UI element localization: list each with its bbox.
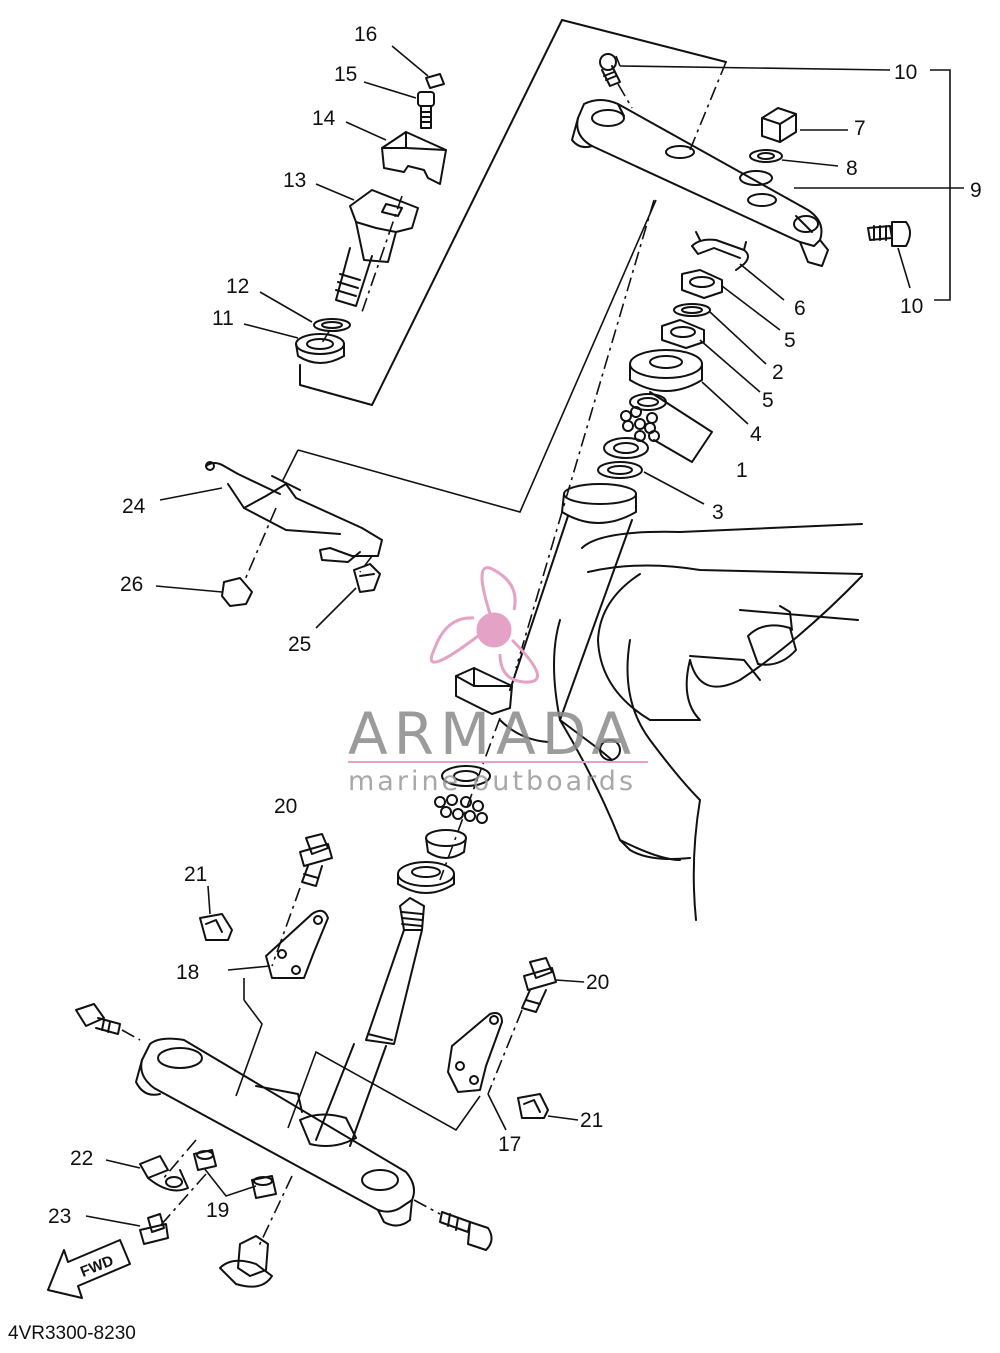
callout-10-side: 10: [900, 295, 924, 318]
callout-24: 24: [122, 495, 146, 518]
assembly-axes: [121, 61, 727, 1249]
callout-20-right: 20: [586, 971, 610, 994]
callout-19: 19: [206, 1199, 230, 1222]
part-13-lower-holder: [335, 189, 419, 307]
part-10-bolt-side: [867, 221, 911, 247]
frame-body: [499, 523, 863, 921]
part-21-clip-right: [517, 1093, 549, 1119]
under-bracket: [135, 1037, 415, 1227]
under-bracket-bolt-right: [439, 1211, 493, 1251]
watermark-tagline: marine outboards: [348, 766, 637, 797]
group-outlines: [235, 199, 657, 1132]
callout-11: 11: [212, 307, 234, 330]
part-9-upper-bracket: [571, 99, 829, 267]
part-11-damper: [295, 333, 345, 364]
lower-dust-seal: [397, 861, 455, 894]
part-25-clip: [353, 563, 381, 593]
callout-4: 4: [750, 423, 762, 446]
bearing-race-lower: [603, 437, 649, 459]
part-19-collars: [193, 1149, 277, 1199]
callout-12: 12: [226, 275, 250, 298]
part-22-clip: [139, 1155, 189, 1192]
part-3-seal: [597, 461, 643, 479]
part-12-washer: [313, 318, 351, 332]
callout-13: 13: [283, 169, 307, 192]
callout-21-left: 21: [184, 863, 208, 886]
callout-14: 14: [312, 107, 336, 130]
callout-26: 26: [120, 573, 144, 596]
part-1-bracket-line: [649, 391, 713, 463]
steering-stem: [315, 897, 425, 1147]
steering-stop: [455, 667, 513, 715]
callout-25: 25: [288, 633, 312, 656]
callout-2: 2: [772, 361, 784, 384]
callout-23: 23: [48, 1205, 72, 1228]
fwd-arrow: [47, 1239, 131, 1299]
part-17-bracket: [447, 1012, 503, 1093]
bottom-nut: [219, 1235, 273, 1288]
watermark-logo-icon: [429, 566, 539, 684]
part-5-ring-nut-b: [661, 319, 705, 349]
part-21-clip-left: [199, 913, 233, 941]
callout-5-lower: 5: [762, 389, 774, 412]
part-16-cap: [425, 73, 445, 89]
diagram-code: 4VR3300-8230: [8, 1323, 136, 1344]
part-4-bearing-cover: [629, 349, 703, 392]
part-18-bracket: [265, 909, 329, 979]
part-20-bolt-right: [521, 957, 557, 1013]
part-15-bolt: [417, 91, 435, 129]
callout-5-upper: 5: [784, 329, 796, 352]
part-8-washer: [749, 149, 783, 163]
callout-22: 22: [70, 1147, 94, 1170]
callout-21-right: 21: [580, 1109, 604, 1132]
under-bracket-bolt-left: [75, 1003, 121, 1035]
callout-7: 7: [854, 117, 866, 140]
callout-10-top: 10: [894, 61, 918, 84]
part-6-lock-washer: [691, 231, 749, 271]
callout-3: 3: [712, 501, 724, 524]
frame-head-pipe: [509, 483, 637, 721]
watermark-brand: ARMADA: [348, 700, 638, 768]
callout-1: 1: [736, 459, 748, 482]
callout-6: 6: [794, 297, 806, 320]
callout-18: 18: [176, 961, 200, 984]
callout-16: 16: [354, 23, 378, 46]
lower-balls: [434, 794, 488, 824]
callout-9: 9: [970, 179, 982, 202]
part-24-hose-guide: [205, 461, 383, 563]
callout-17: 17: [498, 1133, 522, 1156]
part-1-balls: [620, 406, 660, 442]
leader-lines: [85, 45, 964, 1227]
part-14-upper-holder: [381, 131, 447, 185]
part-10-bolt-top: [599, 53, 621, 87]
bearing-inner-race: [425, 829, 467, 859]
part-5-ring-nut-a: [681, 269, 723, 299]
part-23-bolt: [139, 1213, 169, 1245]
callout-8: 8: [846, 157, 858, 180]
part-20-bolt-left: [299, 833, 333, 887]
handlebar-group-outline: [299, 19, 727, 406]
part-2-washer: [673, 303, 711, 317]
callout-15: 15: [334, 63, 358, 86]
part-26-nut: [221, 577, 253, 607]
part-7-nut: [761, 107, 797, 143]
callout-20-left: 20: [274, 795, 298, 818]
